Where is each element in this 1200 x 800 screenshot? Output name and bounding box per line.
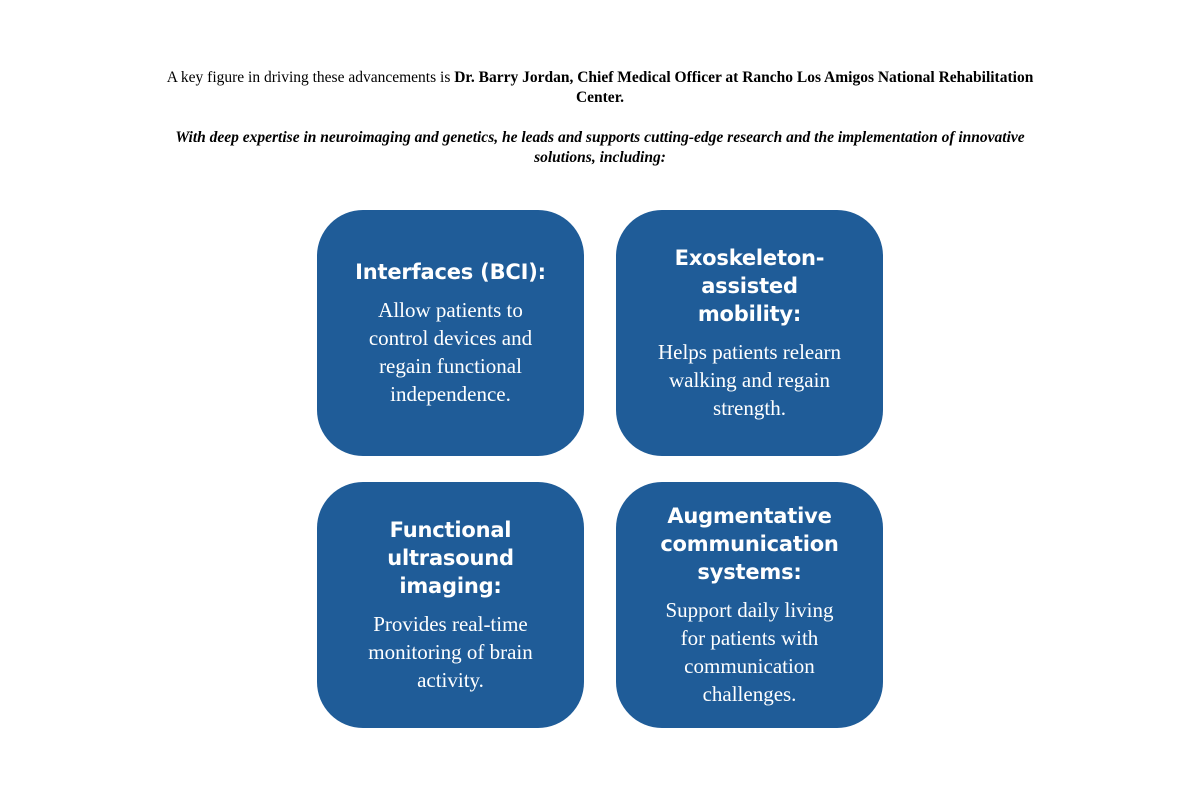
card-ultrasound: Functional ultrasound imaging: Provides … bbox=[317, 482, 584, 728]
card-title: Interfaces (BCI): bbox=[355, 260, 546, 284]
card-title: Exoskeleton-assisted mobility: bbox=[674, 246, 825, 326]
card-communication: Augmentative communication systems: Supp… bbox=[616, 482, 883, 728]
intro-plain-text: A key figure in driving these advancemen… bbox=[166, 69, 455, 86]
card-body: Allow patients to control devices and re… bbox=[368, 298, 533, 406]
card-body: Provides real-time monitoring of brain a… bbox=[368, 612, 533, 692]
solutions-grid: Interfaces (BCI): Allow patients to cont… bbox=[317, 210, 883, 728]
intro-text: A key figure in driving these advancemen… bbox=[150, 68, 1050, 168]
intro-line-2: With deep expertise in neuroimaging and … bbox=[175, 129, 1025, 166]
card-title: Augmentative communication systems: bbox=[660, 504, 839, 584]
card-bci: Interfaces (BCI): Allow patients to cont… bbox=[317, 210, 584, 456]
card-title: Functional ultrasound imaging: bbox=[387, 518, 514, 598]
intro-bold-text: Dr. Barry Jordan, Chief Medical Officer … bbox=[454, 69, 1034, 106]
intro-line-1: A key figure in driving these advancemen… bbox=[150, 68, 1050, 108]
card-body: Support daily living for patients with c… bbox=[665, 598, 834, 706]
card-body: Helps patients relearn walking and regai… bbox=[657, 340, 842, 420]
card-exoskeleton: Exoskeleton-assisted mobility: Helps pat… bbox=[616, 210, 883, 456]
